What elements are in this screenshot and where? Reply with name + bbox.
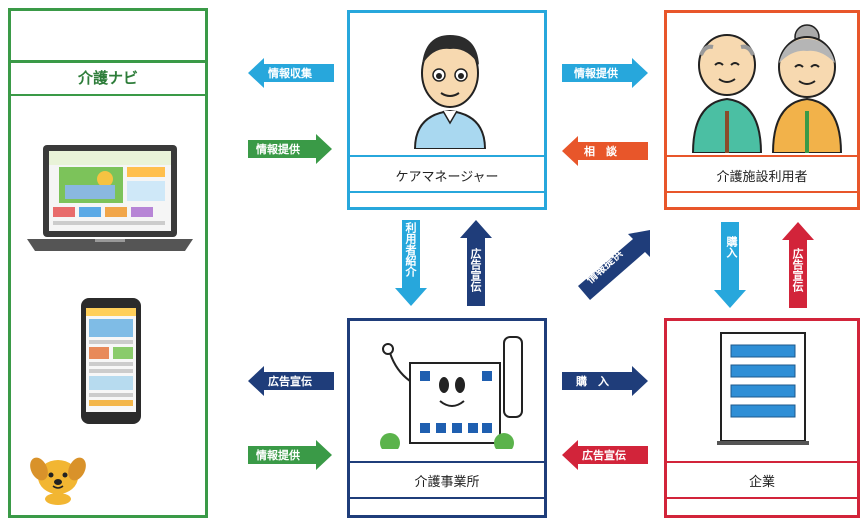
navi-title: 介護ナビ bbox=[77, 69, 138, 87]
ad-company-left-arrow bbox=[562, 440, 648, 470]
user-intro-label: 利用者紹介 bbox=[404, 222, 417, 277]
navi-header-divider bbox=[11, 60, 205, 63]
ad-company-left-label: 広告宣伝 bbox=[582, 449, 626, 462]
consult-label: 相 談 bbox=[584, 145, 617, 158]
kaigo-navi-panel: 介護ナビ bbox=[8, 8, 208, 518]
dog-mascot-icon bbox=[30, 457, 86, 505]
ad-left-label: 広告宣伝 bbox=[268, 375, 312, 388]
smartphone-icon bbox=[81, 298, 141, 424]
info-provide-arrow bbox=[248, 134, 332, 164]
node-divider bbox=[667, 155, 857, 157]
care-manager-node: ケアマネージャー bbox=[347, 10, 547, 210]
consult-arrow bbox=[562, 136, 648, 166]
ad-up-label: 広告宣伝 bbox=[791, 248, 804, 292]
info-collect-arrow bbox=[248, 58, 334, 88]
info-provide-label: 情報提供 bbox=[256, 143, 300, 156]
purchase-down-label: 購入 bbox=[725, 236, 738, 258]
info-provide-arrow bbox=[248, 440, 332, 470]
info-provide-arrow bbox=[562, 58, 648, 88]
node-divider bbox=[350, 155, 544, 157]
ad-label: 広告宣伝 bbox=[469, 248, 482, 292]
info-provide-diagonal-arrow bbox=[578, 230, 650, 300]
company-label: 企業 bbox=[748, 475, 775, 490]
purchase-right-label: 購 入 bbox=[576, 375, 609, 388]
company-building-icon bbox=[717, 332, 809, 445]
info-collect-label: 情報収集 bbox=[268, 67, 312, 80]
node-divider bbox=[350, 461, 544, 463]
user-intro-arrow bbox=[395, 220, 427, 306]
node-divider bbox=[350, 191, 544, 193]
info-provide-label: 情報提供 bbox=[256, 449, 300, 462]
info-provide-label: 情報提供 bbox=[574, 67, 618, 80]
care-manager-person-icon bbox=[413, 35, 487, 149]
navi-title-divider bbox=[11, 94, 205, 96]
care-manager-label: ケアマネージャー bbox=[395, 170, 499, 185]
care-office-label: 介護事業所 bbox=[414, 475, 480, 490]
purchase-right-arrow bbox=[562, 366, 648, 396]
ad-arrow bbox=[460, 220, 492, 306]
office-building-mascot-icon bbox=[380, 336, 523, 449]
node-divider bbox=[667, 461, 857, 463]
ad-left-arrow bbox=[248, 366, 334, 396]
elderly-couple-icon bbox=[691, 24, 843, 153]
node-divider bbox=[667, 497, 857, 499]
purchase-down-arrow bbox=[714, 222, 746, 308]
node-divider bbox=[350, 497, 544, 499]
ad-up-arrow bbox=[782, 222, 814, 308]
node-divider bbox=[667, 191, 857, 193]
facility-user-label: 介護施設利用者 bbox=[716, 170, 808, 185]
facility-user-node: 介護施設利用者 bbox=[664, 10, 860, 210]
care-office-node: 介護事業所 bbox=[347, 318, 547, 518]
laptop-icon bbox=[27, 145, 193, 251]
company-node: 企業 bbox=[664, 318, 860, 518]
